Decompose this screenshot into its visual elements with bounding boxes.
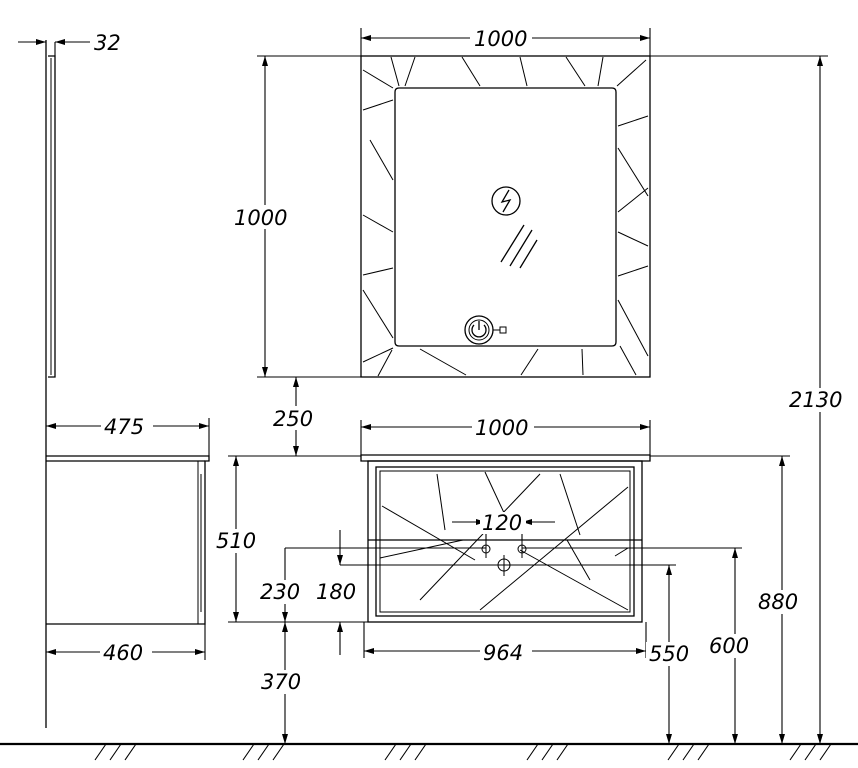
dim-label-cabinet-width: 1000 bbox=[475, 416, 528, 440]
cabinet-door-pattern bbox=[379, 471, 629, 611]
dim-label-mirror-height: 1000 bbox=[234, 206, 287, 230]
dim-label-250: 250 bbox=[273, 407, 313, 431]
power-button-icon bbox=[464, 315, 507, 345]
mirror-front bbox=[257, 28, 651, 378]
dim-label-880: 880 bbox=[758, 590, 798, 614]
dim-label-600: 600 bbox=[709, 634, 749, 658]
dim-label-510: 510 bbox=[216, 529, 256, 553]
dim-label-370: 370 bbox=[261, 670, 301, 694]
dim-label-120: 120 bbox=[482, 511, 522, 535]
dim-label-230: 230 bbox=[260, 580, 300, 604]
mirror-frame-pattern bbox=[362, 56, 649, 377]
dim-label-460: 460 bbox=[103, 641, 143, 665]
cabinet-front bbox=[360, 420, 651, 658]
dim-label-180: 180 bbox=[316, 580, 356, 604]
lightning-icon bbox=[491, 186, 521, 216]
dim-label-total-height: 2130 bbox=[789, 388, 842, 412]
dim-label-mirror-width: 1000 bbox=[474, 27, 527, 51]
dim-label-475: 475 bbox=[104, 415, 144, 439]
tap-hole-left bbox=[481, 540, 491, 558]
dim-label-964: 964 bbox=[483, 641, 523, 665]
dim-label-32: 32 bbox=[94, 31, 121, 55]
dim-label-550: 550 bbox=[649, 642, 689, 666]
dimension-labels: 32 1000 1000 2130 250 475 1000 510 120 2… bbox=[94, 27, 851, 694]
side-view bbox=[18, 39, 210, 728]
tap-hole-right bbox=[517, 540, 527, 558]
floor bbox=[0, 742, 858, 761]
mirror-glare-icon bbox=[500, 224, 538, 269]
